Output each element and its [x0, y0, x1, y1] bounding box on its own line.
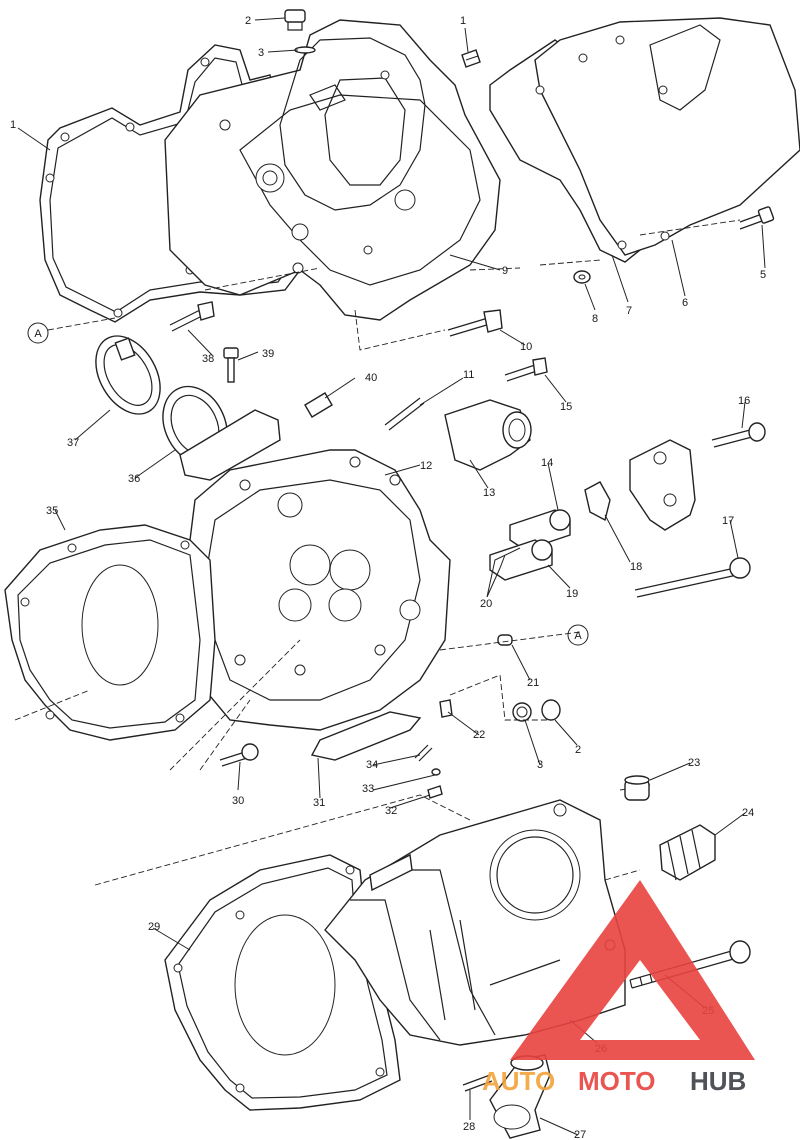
- side-cover-plate: [489, 17, 800, 263]
- callout-39: 39: [262, 348, 274, 360]
- callout-15: 15: [560, 401, 572, 413]
- callout-6: 6: [682, 297, 688, 309]
- stud-11: [384, 397, 425, 431]
- callout-7: 7: [626, 305, 632, 317]
- water-elbow-27: [489, 1054, 551, 1139]
- callout-34: 34: [366, 759, 378, 771]
- callout-11: 11: [463, 369, 474, 381]
- callout-3-mid: 3: [537, 759, 543, 771]
- callout-27: 27: [574, 1129, 586, 1140]
- reference-mark-a-mid: A: [567, 624, 589, 646]
- callout-24: 24: [742, 807, 754, 819]
- callout-20: 20: [480, 598, 492, 610]
- callout-1-top: 1: [460, 15, 466, 27]
- watermark-brand-auto: AUTO: [482, 1066, 555, 1096]
- callout-21: 21: [527, 677, 539, 689]
- callout-5: 5: [760, 269, 766, 281]
- callout-8: 8: [592, 313, 598, 325]
- watermark-brand-moto: MOTO: [578, 1066, 656, 1096]
- callout-35: 35: [46, 505, 58, 517]
- callout-33: 33: [362, 783, 374, 795]
- bolt-5: [739, 206, 775, 230]
- valve-cover: [164, 19, 501, 321]
- oring-3b: [512, 702, 532, 722]
- callout-10: 10: [520, 341, 532, 353]
- callout-28: 28: [463, 1121, 475, 1133]
- holder-block: [629, 439, 696, 531]
- callout-13: 13: [483, 487, 495, 499]
- callout-16: 16: [738, 395, 750, 407]
- head-gasket-35: [4, 524, 216, 741]
- water-elbow: [444, 399, 532, 471]
- nut-22: [439, 699, 453, 718]
- gasket-31: [310, 711, 422, 761]
- key-18: [584, 481, 611, 522]
- callout-labels: 1 1 2 3 5 6 7 8 9 10 11 12 13 14 15 16 1…: [10, 15, 766, 1140]
- callout-23: 23: [688, 757, 700, 769]
- callout-19: 19: [566, 588, 578, 600]
- callout-40: 40: [365, 372, 377, 384]
- callout-29: 29: [148, 921, 160, 933]
- intake-boot: [162, 385, 281, 481]
- washer-8: [573, 270, 591, 284]
- callout-12: 12: [420, 460, 432, 472]
- callout-22: 22: [473, 729, 485, 741]
- reference-mark-a-top: A: [27, 322, 49, 344]
- leader-lines: [17, 17, 766, 1136]
- plug-2b: [541, 699, 561, 721]
- callout-1-left: 1: [10, 119, 16, 131]
- bolt-34: [414, 744, 433, 762]
- callout-17: 17: [722, 515, 734, 527]
- bolt-30: [219, 743, 259, 767]
- bolt-16: [711, 422, 766, 448]
- screw-39: [223, 347, 239, 383]
- dowel-23: [624, 775, 650, 801]
- callout-31: 31: [313, 797, 325, 809]
- callout-38: 38: [202, 353, 214, 365]
- nipple-40: [304, 392, 333, 418]
- ref-a-label-top: A: [34, 328, 42, 340]
- watermark-brand-hub: HUB: [690, 1066, 746, 1096]
- callout-32: 32: [385, 805, 397, 817]
- bolt-15: [504, 357, 548, 382]
- callout-2-mid: 2: [575, 744, 581, 756]
- plug-32: [427, 785, 443, 799]
- callout-30: 30: [232, 795, 244, 807]
- cam-cap-19: [489, 539, 553, 581]
- callout-3-top: 3: [258, 47, 264, 59]
- long-bolt-17: [634, 557, 751, 598]
- spring-33: [431, 768, 441, 776]
- callout-2-top: 2: [245, 15, 251, 27]
- bolt-38: [169, 301, 215, 332]
- cam-cap-14: [509, 509, 571, 551]
- bolt-small: [461, 49, 481, 68]
- dowel-21: [497, 634, 513, 646]
- bolt-10: [447, 309, 503, 337]
- callout-14: 14: [541, 457, 553, 469]
- fitting-24: [659, 824, 716, 881]
- callout-37: 37: [67, 437, 79, 449]
- stud-28: [462, 1074, 493, 1092]
- cylinder-head: [179, 449, 451, 731]
- callout-9: 9: [502, 265, 508, 277]
- callout-18: 18: [630, 561, 642, 573]
- hose-clamp: [95, 335, 161, 415]
- ref-a-label-mid: A: [574, 630, 582, 642]
- callout-36: 36: [128, 473, 140, 485]
- watermark-logo: AUTO MOTO HUB: [482, 880, 755, 1096]
- watermark-triangle-icon: [510, 880, 755, 1060]
